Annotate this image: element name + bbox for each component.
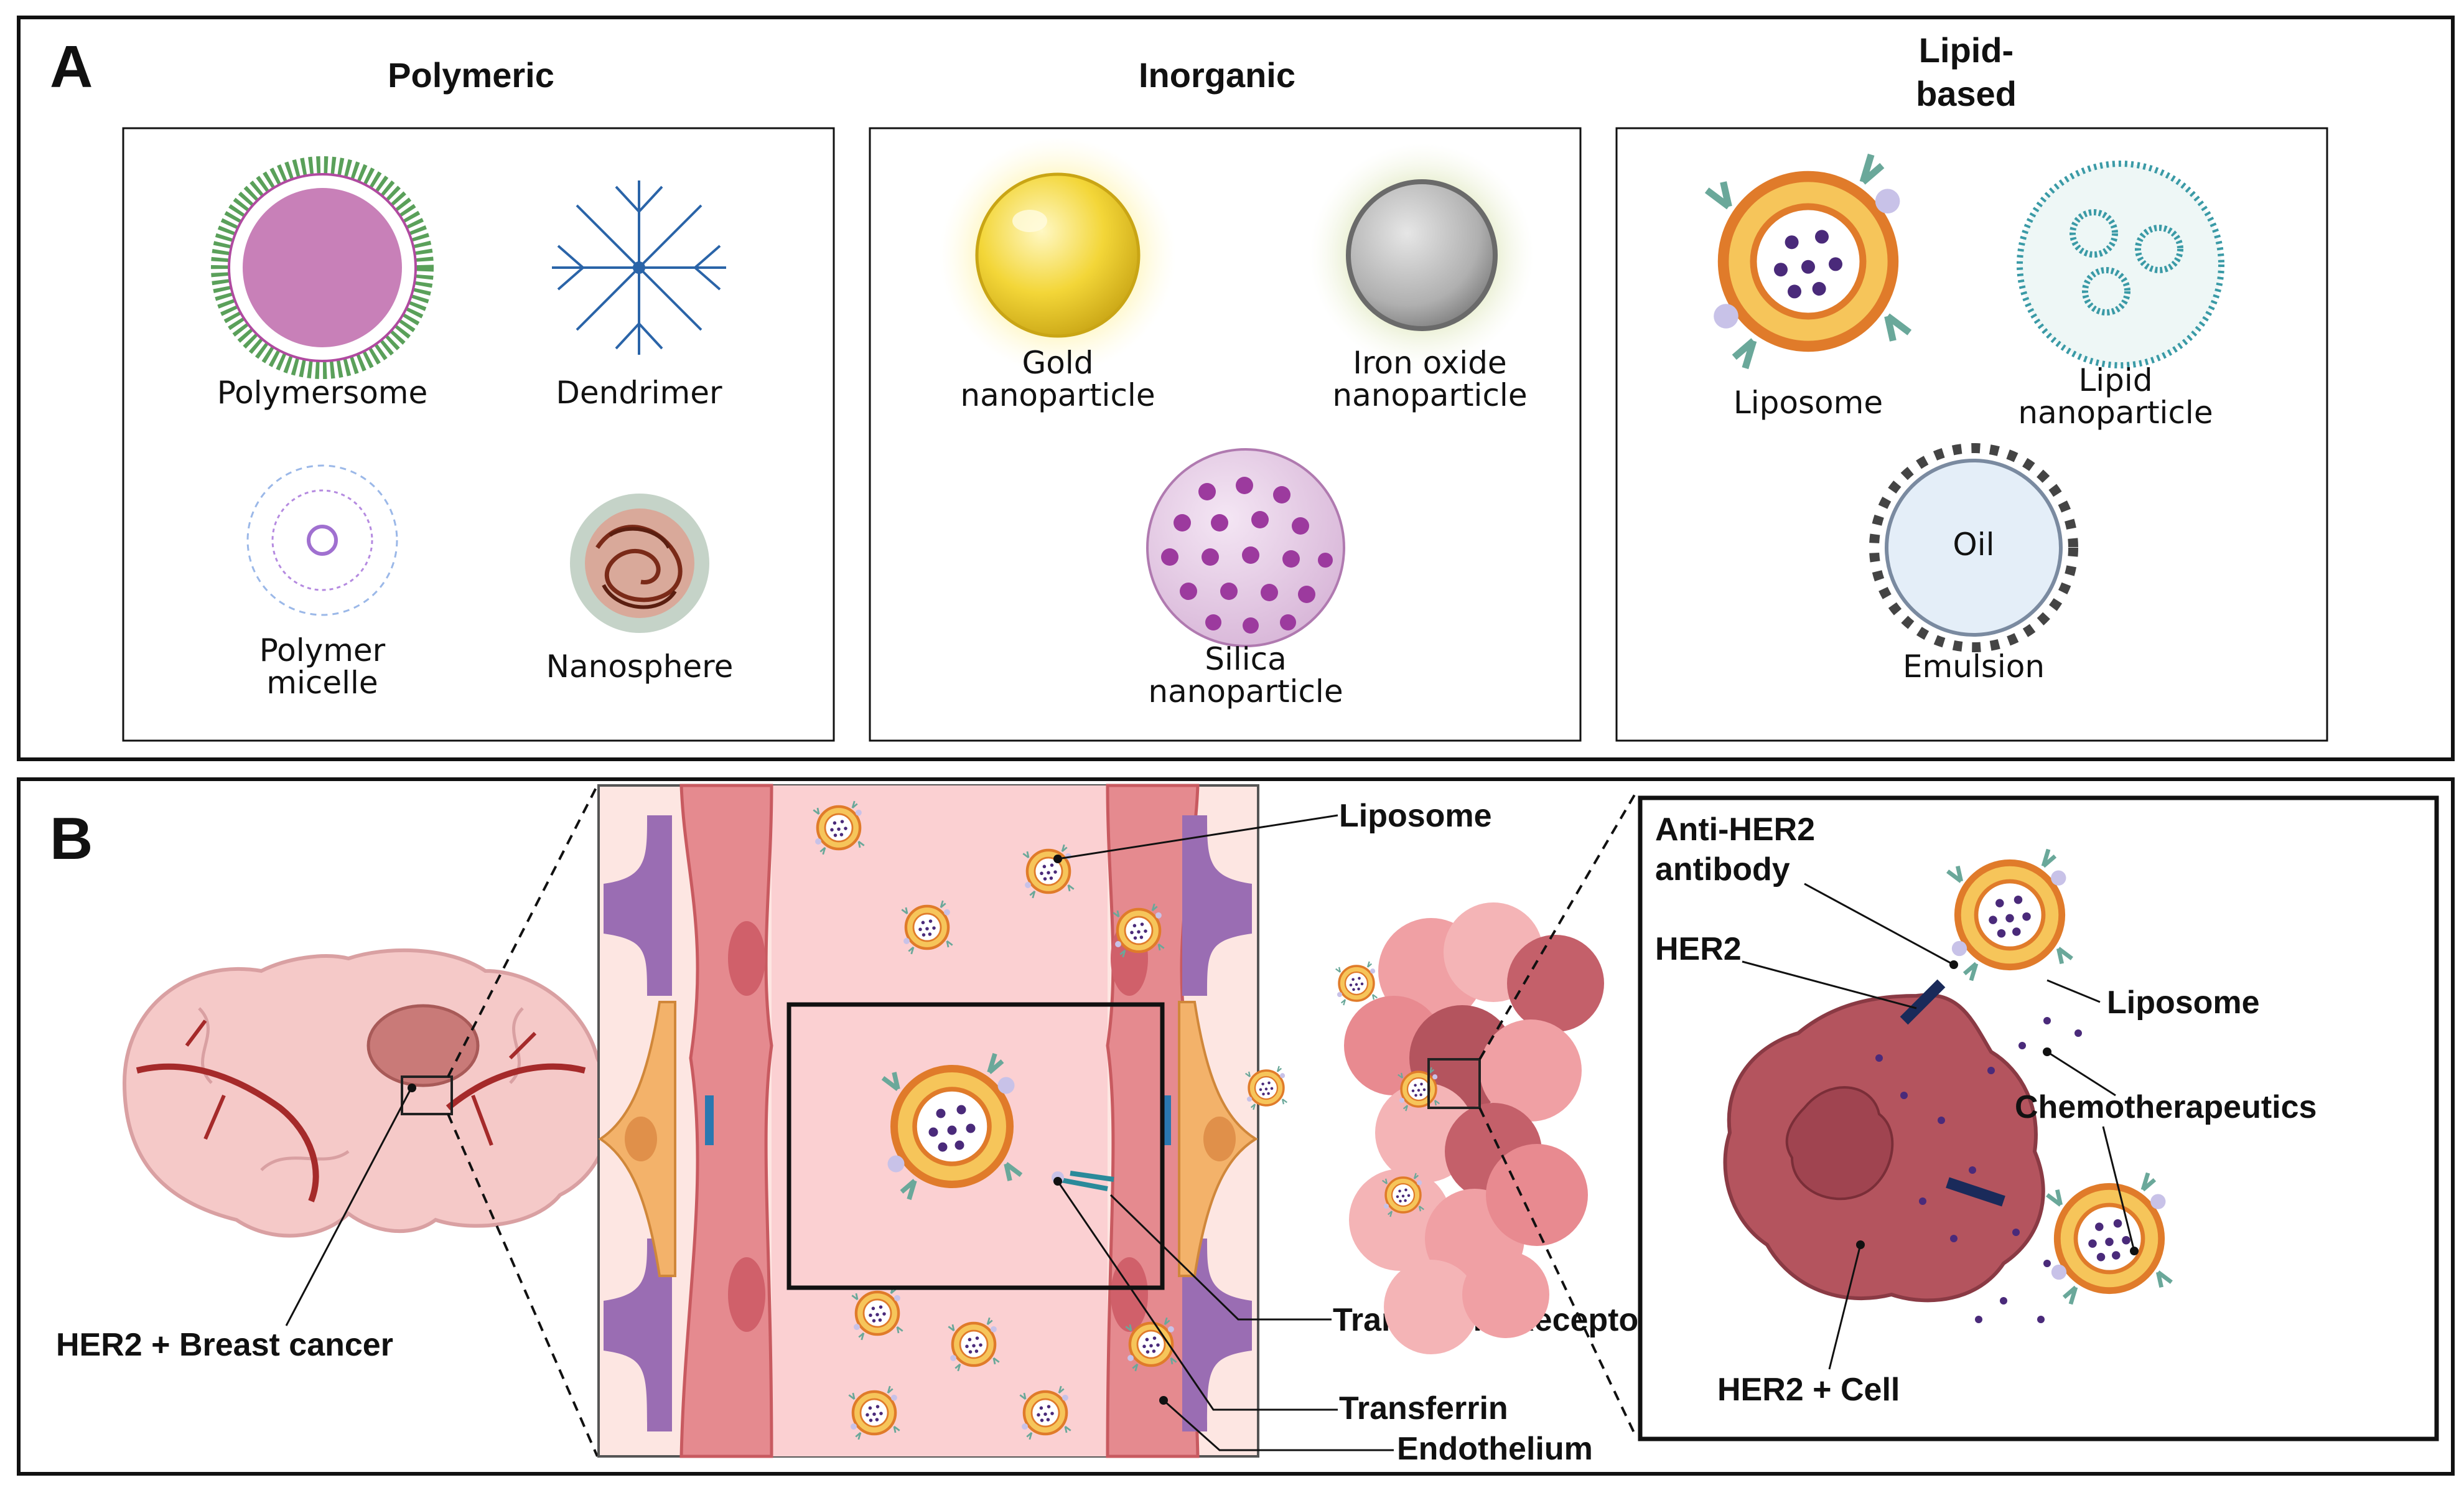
tumor-cell-cluster <box>1244 902 1604 1354</box>
label-lipid-np-line2: nanoparticle <box>2018 395 2213 431</box>
label-silica-line1: Silica <box>1205 641 1287 677</box>
silica-nanoparticle-icon <box>1146 448 1345 647</box>
label-polymersome: Polymersome <box>217 375 428 411</box>
polymer-micelle-icon <box>246 464 398 616</box>
label-anti-her2-line2: antibody <box>1655 851 1790 888</box>
label-oil: Oil <box>1953 527 1994 563</box>
dendrimer-icon <box>552 180 726 355</box>
label-liposome-inset: Liposome <box>2107 985 2260 1021</box>
panel-b-frame <box>17 777 2455 1476</box>
nanosphere-icon <box>570 494 709 633</box>
label-emulsion: Emulsion <box>1903 649 2045 685</box>
label-lipid-np-line1: Lipid <box>2078 362 2152 398</box>
label-anti-her2-line1: Anti-HER2 <box>1655 812 1815 848</box>
gold-nanoparticle-icon <box>940 137 1176 373</box>
liposome-icon <box>1707 154 1910 368</box>
panel-a-letter: A <box>50 34 93 100</box>
header-polymeric: Polymeric <box>388 55 554 95</box>
lipid-nanoparticle-icon <box>2017 161 2224 368</box>
iron-oxide-nanoparticle-icon <box>1310 143 1534 367</box>
her2-cell-illustration <box>1723 979 2082 1323</box>
label-iron-line2: nanoparticle <box>1332 377 1527 413</box>
label-her2: HER2 <box>1655 931 1742 967</box>
label-liposome-vessel: Liposome <box>1339 798 1492 834</box>
label-endothelium: Endothelium <box>1397 1431 1593 1467</box>
label-gold-line2: nanoparticle <box>960 377 1155 413</box>
label-dendrimer: Dendrimer <box>556 375 722 411</box>
label-polymer-micelle-line2: micelle <box>266 665 378 701</box>
label-her2-breast-cancer: HER2 + Breast cancer <box>56 1327 393 1363</box>
label-gold-line1: Gold <box>1022 345 1094 381</box>
label-silica-line2: nanoparticle <box>1148 673 1343 710</box>
header-lipid-line1: Lipid- <box>1919 30 2014 70</box>
label-transferrin: Transferrin <box>1339 1390 1508 1426</box>
polymersome-icon <box>211 156 434 379</box>
blood-vessel-illustration <box>597 784 1259 1458</box>
label-polymer-micelle-line1: Polymer <box>259 632 386 668</box>
header-inorganic: Inorganic <box>1139 55 1295 95</box>
polymeric-box <box>122 127 835 742</box>
lipid-box <box>1615 127 2328 742</box>
label-chemotherapeutics: Chemotherapeutics <box>2015 1089 2317 1125</box>
label-her2-cell: HER2 + Cell <box>1717 1372 1900 1408</box>
header-lipid-line2: based <box>1916 74 2017 113</box>
label-liposome-a: Liposome <box>1734 385 1883 421</box>
label-nanosphere: Nanosphere <box>546 649 734 685</box>
panel-b-letter: B <box>50 805 93 872</box>
panel-a-frame <box>17 16 2455 761</box>
label-iron-line1: Iron oxide <box>1353 345 1506 381</box>
inorganic-box <box>869 127 1582 742</box>
emulsion-icon <box>1869 443 2078 652</box>
brain-illustration <box>122 948 612 1238</box>
